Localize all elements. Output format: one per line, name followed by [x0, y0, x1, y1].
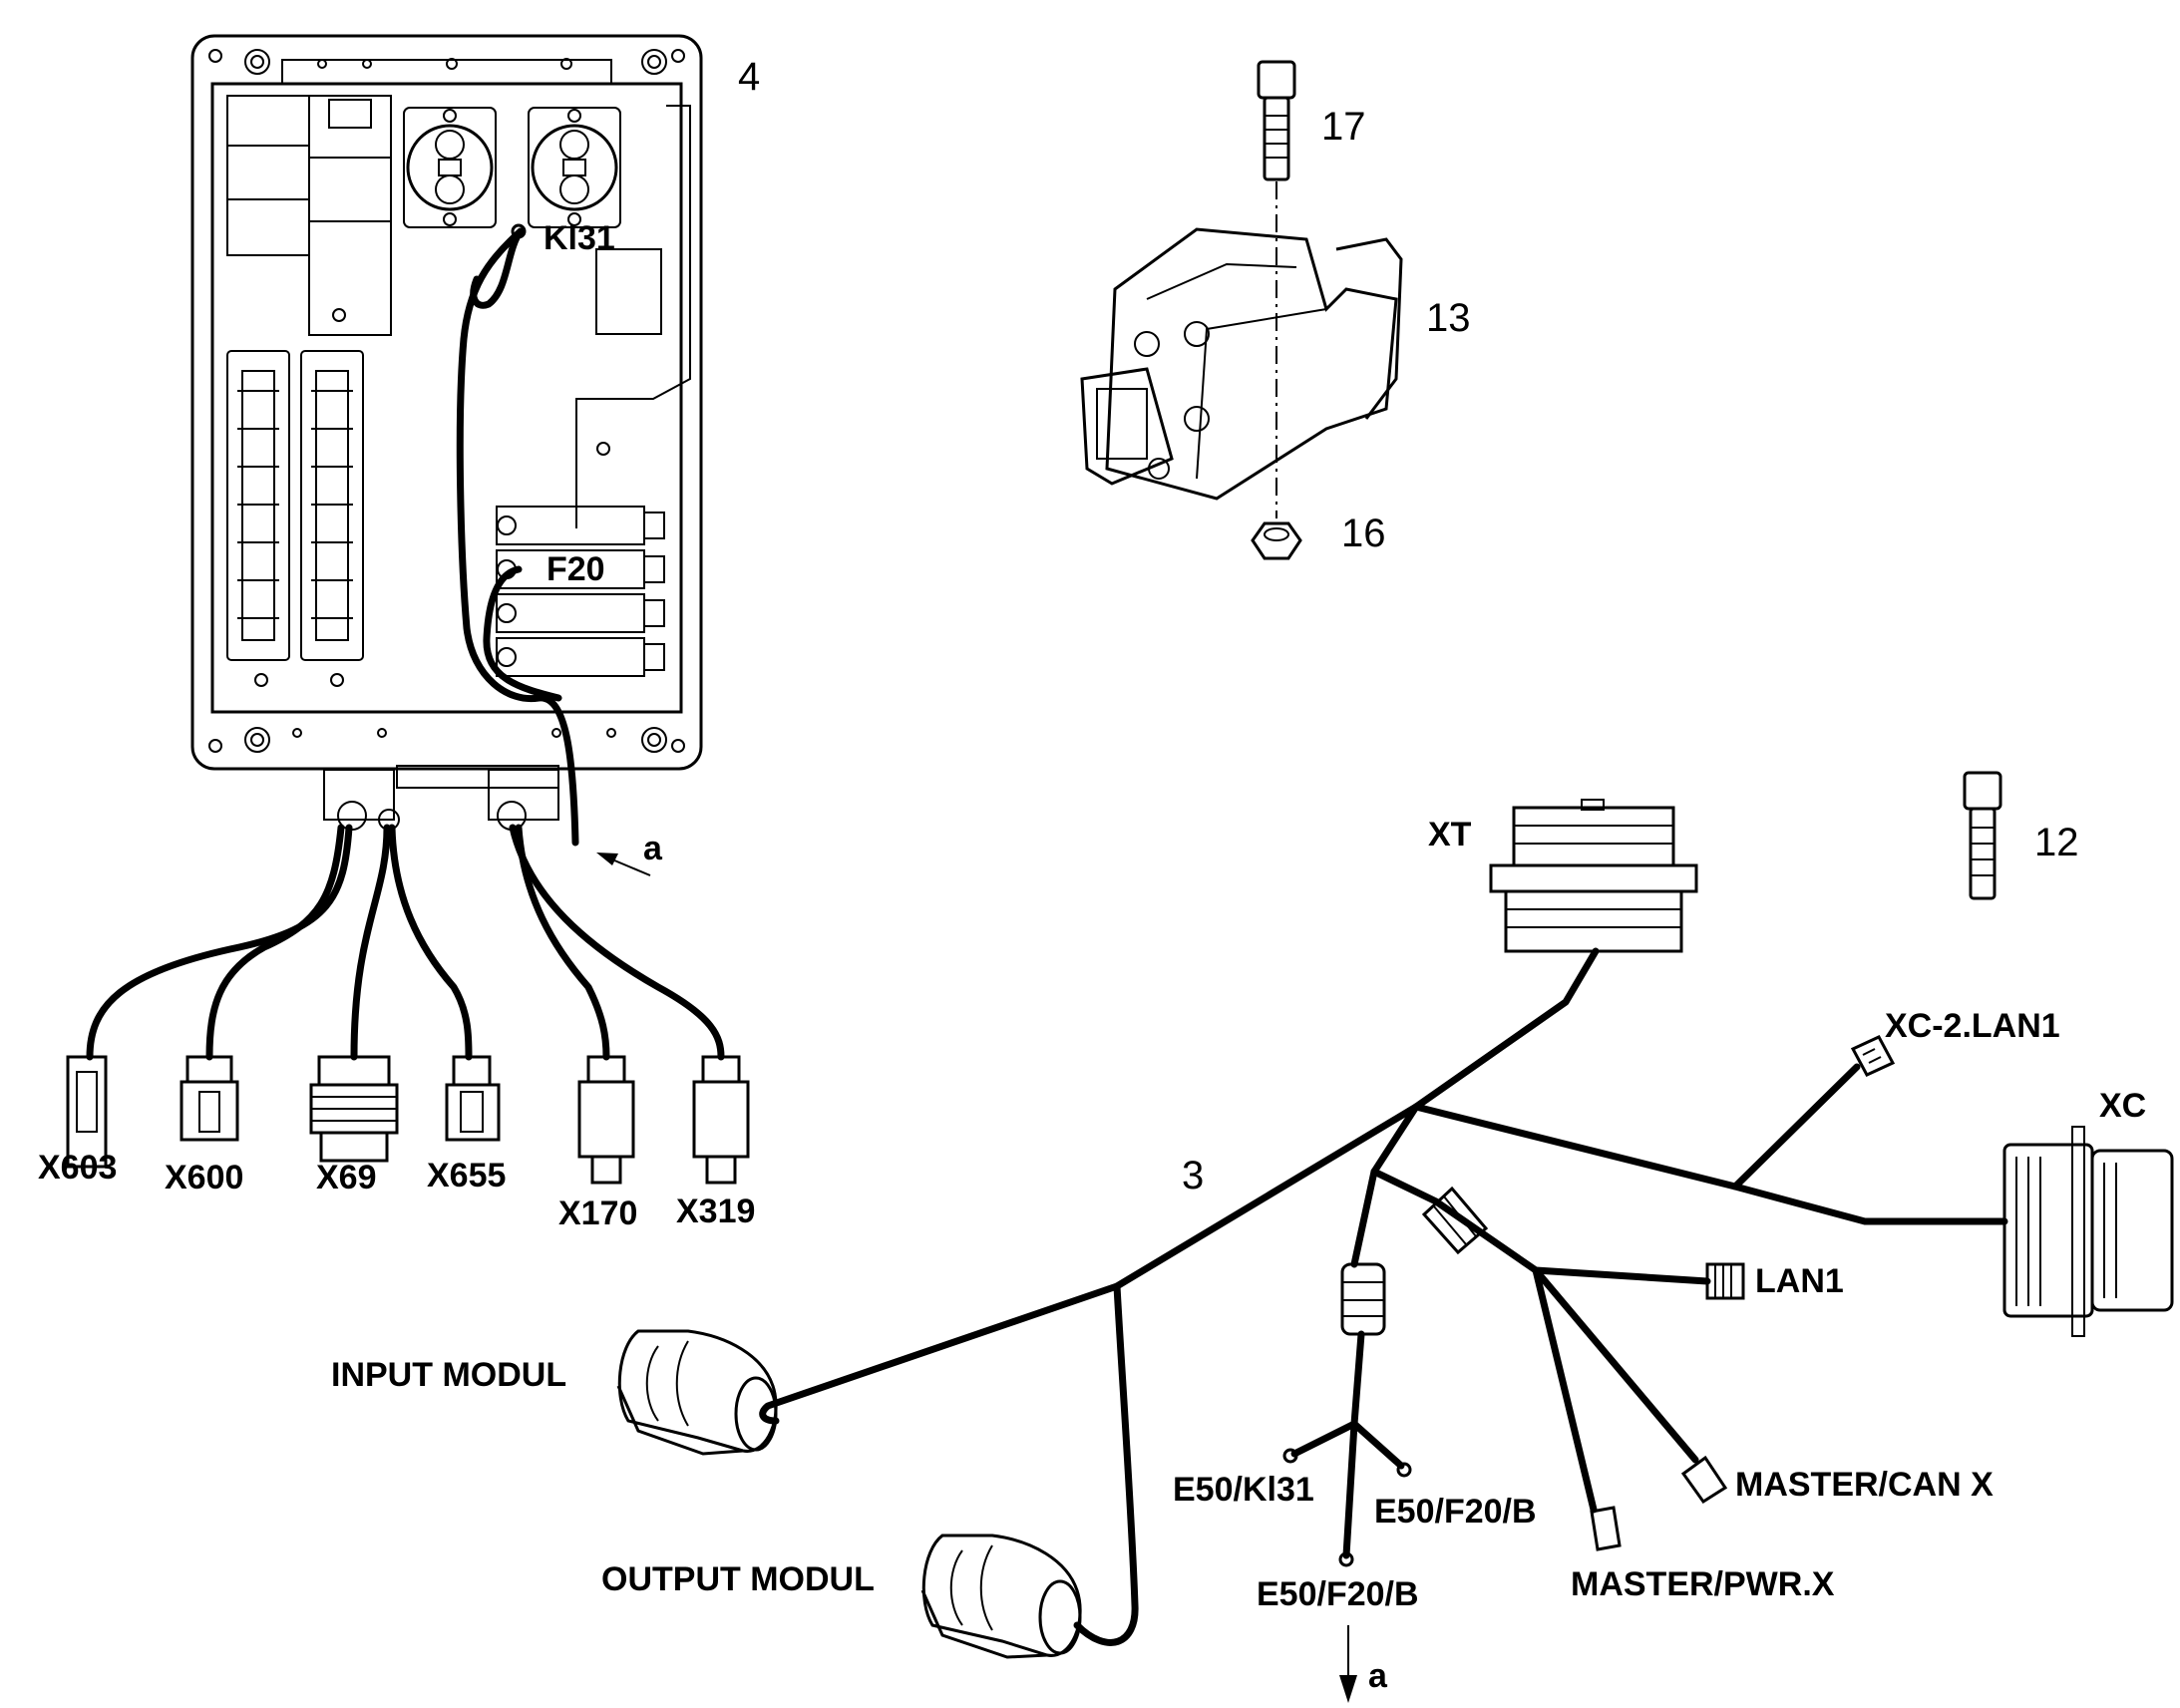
terminal-rails	[226, 350, 364, 687]
label-xc: XC	[2099, 1087, 2146, 1125]
connector-xt	[1489, 799, 1698, 953]
label-e50-kl31: E50/Kl31	[1173, 1471, 1314, 1509]
label-x170: X170	[558, 1195, 637, 1232]
label-x603: X603	[38, 1149, 117, 1187]
label-xc2-lan1: XC-2.LAN1	[1885, 1007, 2060, 1045]
grommet-lower	[1340, 1262, 1386, 1336]
callout-a-top: a	[643, 830, 663, 867]
label-master-pwr: MASTER/PWR.X	[1571, 1565, 1835, 1603]
label-master-can: MASTER/CAN X	[1735, 1466, 1994, 1504]
cable-glands	[323, 769, 559, 831]
label-x69: X69	[316, 1159, 377, 1196]
mounting-holes	[208, 49, 685, 753]
output-module	[920, 1534, 1082, 1659]
label-xt: XT	[1428, 816, 1472, 854]
socket-left	[403, 107, 497, 228]
connector-xc	[2002, 1126, 2174, 1337]
connector-x69	[309, 1055, 399, 1163]
callout-3: 3	[1182, 1154, 1204, 1197]
label-kl31: Kl31	[544, 219, 615, 257]
connector-x655	[445, 1055, 501, 1142]
callout-12: 12	[2034, 821, 2079, 864]
screw-17	[1257, 60, 1296, 181]
label-input-modul: INPUT MODUL	[331, 1356, 566, 1394]
callout-a-bottom: a	[1368, 1657, 1388, 1695]
screw-12	[1963, 771, 2002, 900]
label-f20: F20	[546, 550, 605, 588]
label-x319: X319	[676, 1193, 755, 1230]
connector-module-13	[1080, 227, 1403, 501]
callout-16: 16	[1341, 512, 1386, 555]
connector-x319	[692, 1055, 750, 1185]
label-lan1: LAN1	[1755, 1262, 1844, 1300]
label-x600: X600	[165, 1159, 243, 1196]
connector-x170	[577, 1055, 635, 1185]
callout-4: 4	[738, 55, 760, 99]
harness	[616, 799, 2174, 1703]
connector-x603	[66, 1055, 108, 1169]
plug-master-can	[1680, 1455, 1728, 1505]
label-e50-f20-b-right: E50/F20/B	[1374, 1493, 1537, 1531]
input-module	[616, 1329, 778, 1456]
connector-x600	[180, 1055, 239, 1142]
callout-13: 13	[1426, 296, 1471, 340]
callout-17: 17	[1321, 105, 1366, 149]
label-e50-f20-b-bottom: E50/F20/B	[1257, 1575, 1419, 1613]
socket-right	[528, 107, 621, 228]
label-x655: X655	[427, 1157, 506, 1195]
label-output-modul: OUTPUT MODUL	[601, 1560, 875, 1598]
nut-16	[1251, 521, 1302, 560]
control-box	[190, 34, 703, 876]
plug-lan1	[1705, 1262, 1745, 1300]
plug-xc2-lan1	[1850, 1035, 1896, 1077]
plug-master-pwr	[1590, 1506, 1622, 1551]
